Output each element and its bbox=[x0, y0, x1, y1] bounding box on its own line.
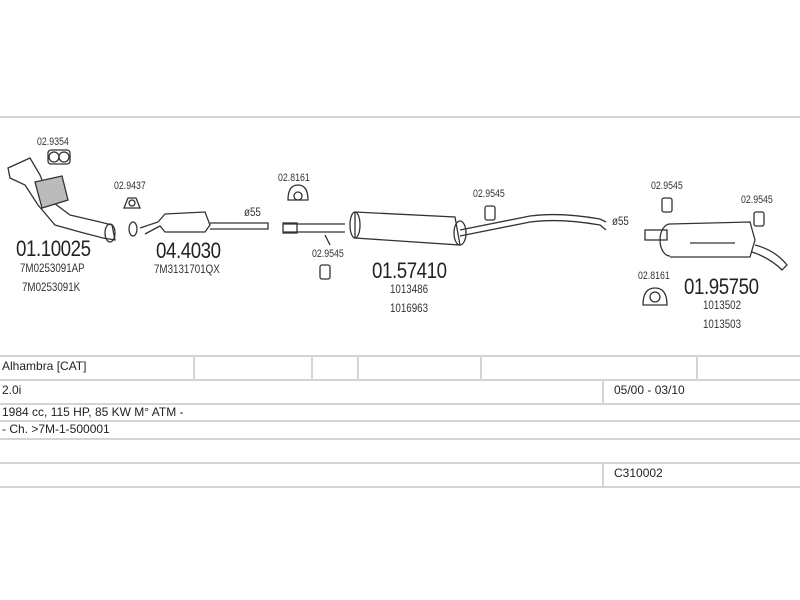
table-divider bbox=[0, 403, 800, 405]
part-number: 01.10025 bbox=[16, 236, 91, 261]
table-divider bbox=[0, 438, 800, 440]
oe-reference: 1013486 bbox=[390, 284, 429, 296]
column-divider bbox=[193, 355, 195, 379]
column-divider bbox=[696, 355, 698, 379]
oe-reference: 1013502 bbox=[703, 300, 742, 312]
oe-reference: 1016963 bbox=[390, 303, 429, 315]
bracket-icon bbox=[123, 197, 141, 209]
part-number: 01.95750 bbox=[684, 274, 759, 299]
oe-reference: 7M0253091K bbox=[22, 282, 81, 294]
table-divider bbox=[0, 355, 800, 357]
column-divider bbox=[480, 355, 482, 379]
clip-label: 02.8161 bbox=[278, 172, 310, 184]
hanger-icon bbox=[642, 287, 668, 306]
vehicle-specs: 1984 cc, 115 HP, 85 KW M° ATM - bbox=[2, 405, 184, 419]
vehicle-chassis: - Ch. >7M-1-500001 bbox=[2, 422, 110, 436]
rubber-mount-icon bbox=[753, 211, 765, 227]
column-divider bbox=[311, 355, 313, 379]
oe-reference: 7M0253091AP bbox=[20, 263, 85, 275]
clip-label: 02.9437 bbox=[114, 180, 146, 192]
oe-reference: 1013503 bbox=[703, 319, 742, 331]
vehicle-engine: 2.0i bbox=[2, 383, 22, 397]
table-divider bbox=[0, 486, 800, 488]
table-divider bbox=[0, 462, 800, 464]
hanger-icon bbox=[287, 184, 309, 201]
column-divider bbox=[602, 462, 604, 486]
clip-label: 02.9545 bbox=[741, 194, 773, 206]
gasket-icon bbox=[47, 149, 71, 165]
middle-silencer-drawing bbox=[282, 211, 607, 246]
top-divider bbox=[0, 116, 800, 118]
diameter-label: ø55 bbox=[612, 216, 629, 228]
clip-label: 02.9545 bbox=[651, 180, 683, 192]
column-divider bbox=[357, 355, 359, 379]
table-divider bbox=[0, 420, 800, 422]
part-number: 01.57410 bbox=[372, 258, 447, 283]
system-code: C310002 bbox=[614, 466, 663, 480]
vehicle-model: Alhambra [CAT] bbox=[2, 359, 87, 373]
front-pipe-drawing bbox=[7, 157, 116, 243]
rear-silencer-drawing bbox=[644, 221, 788, 271]
clip-label: 02.9545 bbox=[312, 248, 344, 260]
diameter-label: ø55 bbox=[244, 207, 261, 219]
oe-reference: 7M3131701QX bbox=[154, 264, 220, 276]
rubber-mount-icon bbox=[484, 205, 496, 221]
column-divider bbox=[602, 379, 604, 403]
catalytic-converter-drawing bbox=[128, 211, 269, 237]
table-divider bbox=[0, 379, 800, 381]
clip-label: 02.9545 bbox=[473, 188, 505, 200]
exhaust-diagram bbox=[7, 149, 788, 306]
clip-label: 02.9354 bbox=[37, 136, 69, 148]
clip-label: 02.8161 bbox=[638, 270, 670, 282]
rubber-mount-icon bbox=[319, 264, 331, 280]
rubber-mount-icon bbox=[661, 197, 673, 213]
vehicle-years: 05/00 - 03/10 bbox=[614, 383, 685, 397]
part-number: 04.4030 bbox=[156, 238, 221, 263]
